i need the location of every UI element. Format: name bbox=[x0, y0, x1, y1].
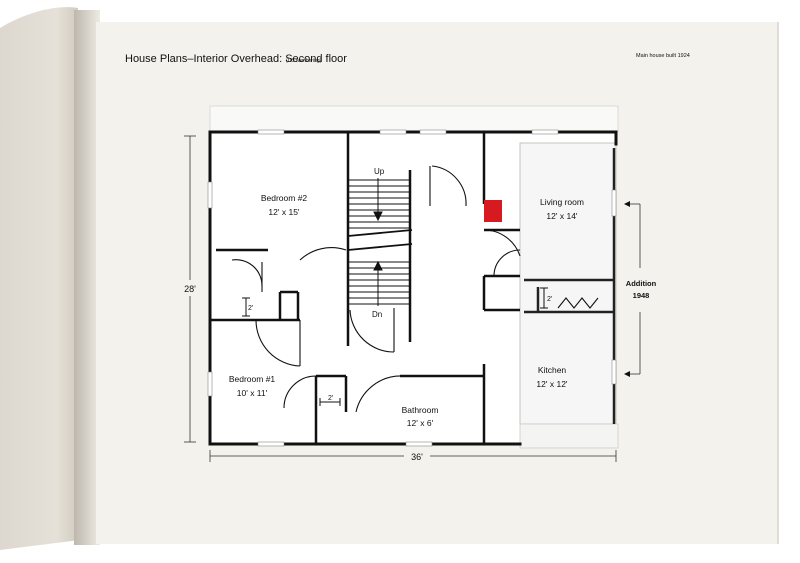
bathroom-name: Bathroom bbox=[402, 405, 439, 415]
page-title: House Plans–Interior Overhead: Second fl… bbox=[125, 53, 347, 65]
top-paper-strip bbox=[209, 105, 619, 133]
closet-a-label: 2' bbox=[248, 305, 253, 312]
living-size: 12' x 14' bbox=[546, 211, 578, 221]
closet-b-label: 2' bbox=[328, 395, 333, 402]
door-swings bbox=[231, 165, 599, 413]
windows bbox=[207, 129, 617, 447]
title-note: (US numbering) bbox=[286, 58, 322, 64]
addition-label: Addition bbox=[626, 279, 657, 288]
bedroom1-name: Bedroom #1 bbox=[229, 374, 276, 384]
living-name: Living room bbox=[540, 197, 584, 207]
addition-arrow-top bbox=[624, 201, 630, 207]
closet-c-label: 2' bbox=[547, 296, 552, 303]
dimension-lines bbox=[184, 135, 641, 462]
width-dimension: 36' bbox=[411, 452, 423, 462]
kitchen-size: 12' x 12' bbox=[536, 379, 568, 389]
bottom-paper-strip bbox=[519, 423, 619, 449]
closet-markers bbox=[242, 287, 548, 406]
chimney-marker bbox=[484, 200, 502, 222]
left-page bbox=[0, 7, 80, 551]
staircase bbox=[347, 178, 413, 306]
page-gutter bbox=[74, 10, 100, 545]
addition-arrow-bottom bbox=[624, 371, 630, 377]
stairs-up-label: Up bbox=[374, 167, 385, 176]
addition-year: 1948 bbox=[633, 291, 650, 300]
bathroom-size: 12' x 6' bbox=[407, 418, 434, 428]
height-dimension: 28' bbox=[184, 284, 196, 294]
addition-overlay bbox=[519, 142, 617, 425]
interior-walls bbox=[210, 132, 520, 446]
stairs-down-label: Dn bbox=[372, 310, 382, 319]
bedroom2-size: 12' x 15' bbox=[268, 207, 300, 217]
built-note: Main house built 1924 bbox=[636, 53, 690, 59]
bedroom2-name: Bedroom #2 bbox=[261, 193, 308, 203]
kitchen-name: Kitchen bbox=[538, 365, 567, 375]
bedroom1-size: 10' x 11' bbox=[237, 388, 268, 398]
